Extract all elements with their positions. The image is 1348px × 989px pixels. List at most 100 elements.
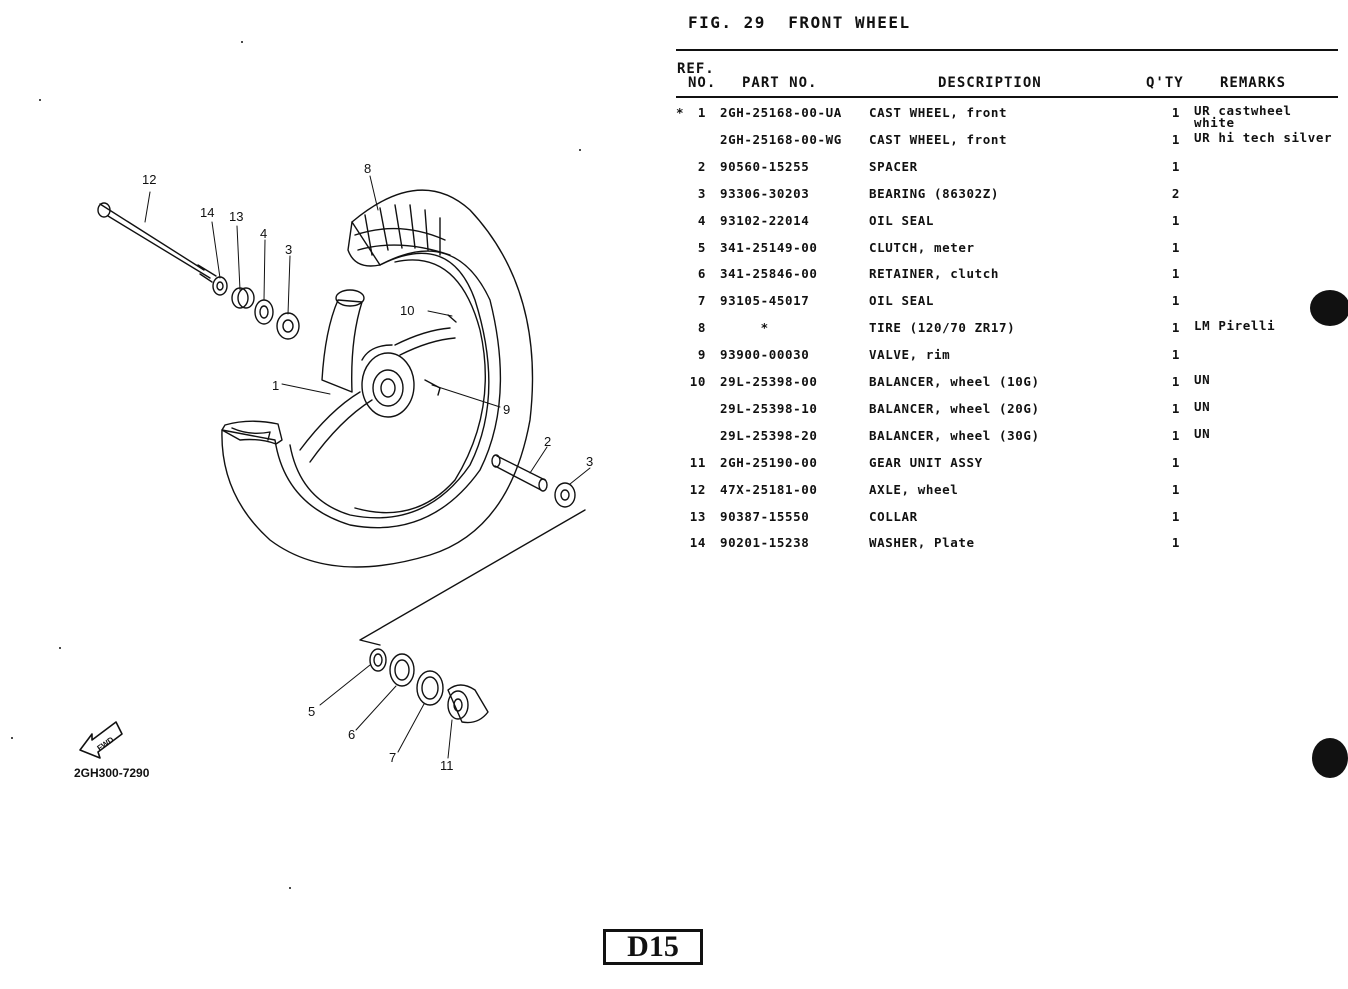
ref-no: 7	[697, 293, 706, 309]
ref-no: 10	[689, 374, 706, 389]
part-no: 29L-25398-10	[720, 400, 818, 416]
part-no: 2GH-25168-00-UA	[720, 105, 842, 120]
remarks: UN	[1194, 398, 1211, 414]
scan-blot	[1310, 290, 1348, 326]
part-no: 341-25846-00	[720, 266, 818, 282]
part-no: 90560-15255	[720, 158, 810, 174]
oil-seal-7	[416, 670, 444, 706]
spacer-2	[491, 454, 548, 492]
part-no: 93306-30203	[720, 185, 810, 201]
header-remarks: REMARKS	[1220, 75, 1287, 91]
tire-tread	[347, 204, 451, 267]
quantity: 1	[1171, 158, 1180, 174]
bearing-3-right	[554, 482, 576, 508]
scan-specks	[11, 41, 581, 889]
diagram-code: 2GH300-7290	[74, 766, 150, 780]
header-qty: Q'TY	[1146, 75, 1184, 91]
callout: 11	[440, 758, 454, 773]
collar-13	[231, 287, 255, 309]
quantity: 1	[1171, 239, 1180, 255]
quantity: 1	[1171, 293, 1180, 309]
page-number: D15	[627, 930, 679, 963]
callout: 8	[364, 161, 371, 176]
exploded-diagram: 12 14 13 4 3 8 10 1 9 2 3 5 6 7 11 FWD	[11, 41, 593, 889]
page-number-box: D15	[603, 929, 703, 965]
description: CAST WHEEL, front	[869, 131, 1008, 147]
callout: 6	[348, 727, 355, 742]
callout: 7	[389, 750, 396, 765]
balancer-10	[447, 314, 457, 323]
assembly-guide-line	[359, 509, 586, 646]
quantity: 1	[1171, 454, 1180, 470]
gear-unit-11	[447, 684, 489, 724]
figure-title: FIG. 29 FRONT WHEEL	[688, 13, 911, 32]
description: RETAINER, clutch	[869, 266, 1000, 282]
header-top-rule	[676, 49, 1338, 51]
quantity: 1	[1171, 400, 1180, 416]
ref-no: 12	[689, 481, 706, 497]
description: BALANCER, wheel (30G)	[869, 427, 1040, 443]
description: TIRE (120/70 ZR17)	[869, 320, 1016, 336]
description: OIL SEAL	[869, 212, 935, 228]
ref-no: 13	[689, 508, 706, 524]
callout: 10	[400, 303, 414, 318]
part-no: 29L-25398-00	[720, 374, 818, 389]
part-no: 2GH-25190-00	[720, 454, 818, 470]
ref-no: 6	[697, 266, 706, 282]
description: COLLAR	[869, 508, 918, 524]
callout: 12	[142, 172, 156, 187]
ref-no: 3	[697, 185, 706, 201]
tire-inner-band	[289, 252, 490, 519]
ref-no: 14	[689, 535, 706, 551]
valve-9	[424, 379, 441, 396]
quantity: 1	[1171, 131, 1180, 147]
callout: 5	[308, 704, 315, 719]
part-no: 93102-22014	[720, 212, 810, 228]
oil-seal-4	[254, 299, 274, 325]
description: GEAR UNIT ASSY	[869, 454, 983, 470]
description: VALVE, rim	[869, 347, 951, 363]
remarks: UN	[1194, 372, 1211, 387]
quantity: 1	[1171, 508, 1180, 524]
leader-lines	[144, 175, 591, 759]
quantity: 1	[1171, 266, 1180, 282]
quantity: 1	[1171, 481, 1180, 497]
washer-14	[212, 276, 228, 296]
new-part-mark: *	[676, 105, 685, 120]
part-no: 90387-15550	[720, 508, 810, 524]
rim-lower	[221, 420, 283, 445]
description: AXLE, wheel	[869, 481, 959, 497]
clutch-5	[369, 648, 387, 672]
retainer-6	[389, 653, 415, 687]
part-no: 2GH-25168-00-WG	[720, 131, 842, 147]
callout-numbers: 12 14 13 4 3 8 10 1 9 2 3 5 6 7 11	[142, 161, 593, 773]
part-no: 90201-15238	[720, 535, 810, 551]
callout: 4	[260, 226, 267, 241]
callout: 13	[229, 209, 243, 224]
header-bottom-rule	[676, 96, 1338, 98]
axle	[97, 202, 217, 283]
wheel-spokes	[299, 289, 456, 463]
part-no: 93900-00030	[720, 347, 810, 363]
header-part-no: PART NO.	[742, 75, 818, 91]
callout: 9	[503, 402, 510, 417]
callout: 1	[272, 378, 279, 393]
part-no: 29L-25398-20	[720, 427, 818, 443]
part-no: 47X-25181-00	[720, 481, 818, 497]
ref-no: 5	[697, 239, 706, 255]
wheel-hub	[361, 344, 415, 418]
description: CAST WHEEL, front	[869, 105, 1008, 120]
quantity: 2	[1171, 185, 1180, 201]
description: BALANCER, wheel (20G)	[869, 400, 1040, 416]
quantity: 1	[1171, 320, 1180, 336]
description: BEARING (86302Z)	[869, 185, 1000, 201]
header-ref-line1: REF.	[677, 61, 715, 77]
fwd-arrow-icon: FWD	[79, 721, 123, 759]
quantity: 1	[1171, 347, 1180, 363]
rim-lower-lip	[231, 427, 271, 441]
callout: 2	[544, 434, 551, 449]
description: SPACER	[869, 158, 918, 174]
description: WASHER, Plate	[869, 535, 975, 551]
ref-no: 9	[697, 347, 706, 363]
